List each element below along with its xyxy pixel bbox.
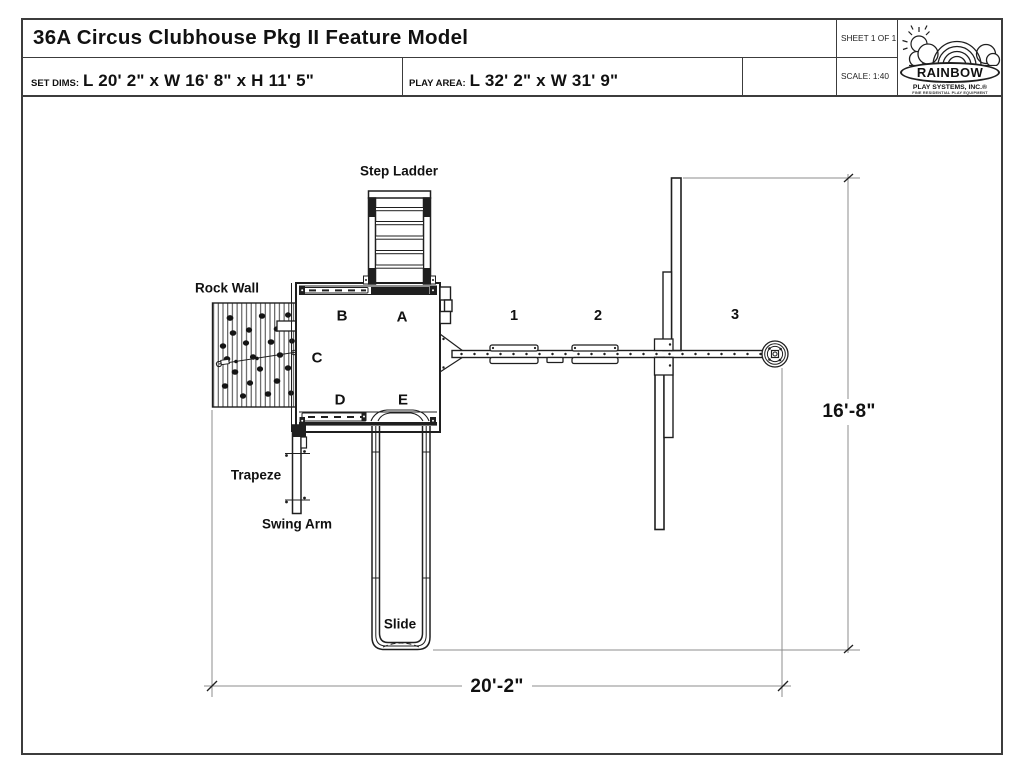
length-dimension: 20'-2" — [470, 676, 524, 697]
play-area: PLAY AREA: L 32' 2" x W 31' 9" — [403, 57, 747, 109]
sheet-number: SHEET 1 OF 1 — [841, 32, 897, 43]
title-block-bottom — [21, 95, 1003, 97]
rainbow-logo-wordmark: RAINBOW — [900, 62, 1000, 83]
scale-label: SCALE: 1:40 — [841, 71, 889, 81]
title-block-divider — [742, 57, 744, 96]
width-dimension: 16'-8" — [822, 401, 876, 422]
swing-arm-label: Swing Arm — [261, 516, 333, 532]
set-dims-value: L 20' 2" x W 16' 8" x H 11' 5" — [83, 71, 315, 90]
swing-frame-drawing — [653, 177, 682, 531]
swing-position-3: 3 — [730, 307, 740, 323]
deck-drawing — [291, 282, 453, 433]
step-ladder-label: Step Ladder — [359, 163, 439, 179]
swing-arm-drawing — [285, 424, 310, 515]
deck-position-a: A — [396, 308, 408, 326]
rainbow-logo-art — [902, 25, 1001, 66]
swing-position-1: 1 — [509, 308, 519, 324]
cloud-rainbow-icon — [908, 40, 1001, 66]
beam-bolt-dots — [455, 352, 767, 356]
title-block-divider — [402, 57, 404, 96]
dimension-ticks — [206, 173, 854, 692]
deck-position-c: C — [311, 349, 323, 367]
deck-position-b: B — [336, 307, 348, 325]
title-block-divider — [897, 18, 899, 96]
cable-drawing — [215, 349, 298, 368]
swing-position-2: 2 — [593, 308, 603, 324]
step-ladder-drawing — [363, 190, 436, 285]
title-block-divider — [21, 57, 897, 59]
slide-drawing — [371, 426, 431, 651]
page-title: 36A Circus Clubhouse Pkg II Feature Mode… — [33, 25, 469, 49]
sheet-border — [21, 18, 1003, 755]
rock-wall-label: Rock Wall — [194, 280, 260, 296]
title-block-divider — [836, 18, 838, 96]
deck-position-e: E — [397, 391, 409, 409]
play-area-value: L 32' 2" x W 31' 9" — [469, 71, 619, 90]
deck-position-d: D — [334, 391, 346, 409]
trapeze-label: Trapeze — [230, 467, 282, 483]
rock-wall-drawing — [211, 302, 300, 408]
set-dims-label: SET DIMS: — [31, 78, 80, 89]
play-area-label: PLAY AREA: — [409, 78, 466, 89]
slide-label: Slide — [383, 616, 417, 632]
rainbow-logo-tagline: FINE RESIDENTIAL PLAY EQUIPMENT — [912, 91, 988, 95]
dimension-lines — [204, 174, 860, 697]
set-dims: SET DIMS: L 20' 2" x W 16' 8" x H 11' 5" — [23, 57, 409, 109]
rainbow-logo-subtitle: PLAY SYSTEMS, INC.® — [912, 84, 988, 91]
